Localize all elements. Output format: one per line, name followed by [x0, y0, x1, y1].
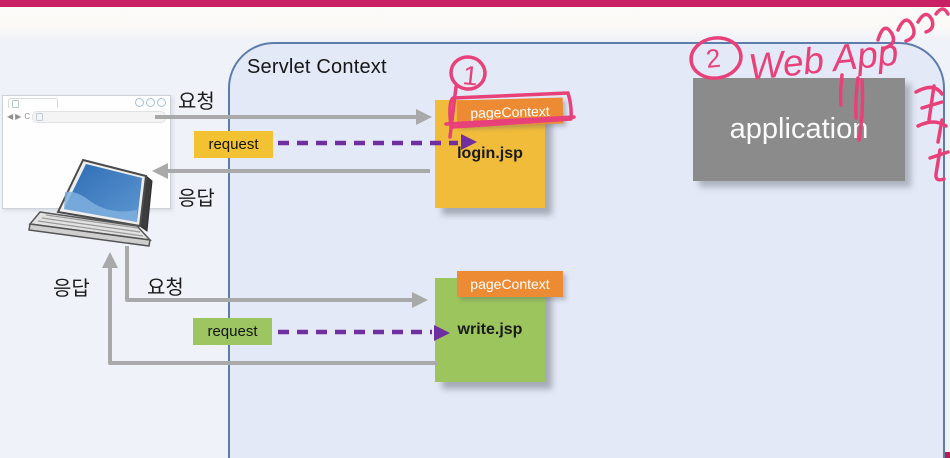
browser-window-button-icon — [146, 98, 155, 107]
write-jsp-label: write.jsp — [457, 321, 523, 338]
pagecontext-tab-label: pageContext — [470, 102, 550, 122]
top-request-label: 요청 — [178, 91, 215, 113]
browser-reload-icon: C — [24, 111, 31, 121]
request-object-box-bottom: request — [193, 318, 272, 345]
pagecontext-tab-login: pageContext — [456, 97, 564, 127]
application-box-label: application — [729, 113, 869, 145]
request-object-label: request — [207, 323, 258, 340]
browser-window: ◀ ▶ C — [2, 95, 171, 209]
browser-window-buttons — [135, 98, 166, 107]
bottom-response-label: 응답 — [53, 278, 90, 300]
handwritten-scribble — [916, 12, 935, 34]
browser-back-icon: ◀ — [7, 111, 14, 121]
login-jsp-label: login.jsp — [457, 145, 523, 162]
browser-url-bar — [32, 110, 166, 123]
top-response-label: 응답 — [178, 188, 215, 210]
bottom-request-label: 요청 — [147, 277, 184, 299]
handwritten-scribble — [896, 18, 916, 43]
browser-window-button-icon — [157, 98, 166, 107]
browser-page-icon — [36, 112, 44, 121]
bottom-response-arrowhead-icon — [102, 252, 118, 268]
request-object-box-top: request — [194, 131, 273, 158]
browser-nav-bar: ◀ ▶ C — [7, 110, 166, 123]
top-accent-bar — [0, 0, 950, 7]
browser-tab — [8, 98, 58, 108]
servlet-context-title: Servlet Context — [247, 56, 387, 78]
pagecontext-tab-write: pageContext — [457, 271, 563, 297]
application-box: application — [693, 78, 905, 181]
request-object-label: request — [208, 136, 259, 153]
browser-window-button-icon — [135, 98, 144, 107]
browser-tab-icon — [12, 100, 19, 108]
browser-forward-icon: ▶ — [15, 111, 22, 121]
pagecontext-tab-label: pageContext — [470, 276, 550, 292]
handwritten-scribble — [934, 7, 950, 16]
